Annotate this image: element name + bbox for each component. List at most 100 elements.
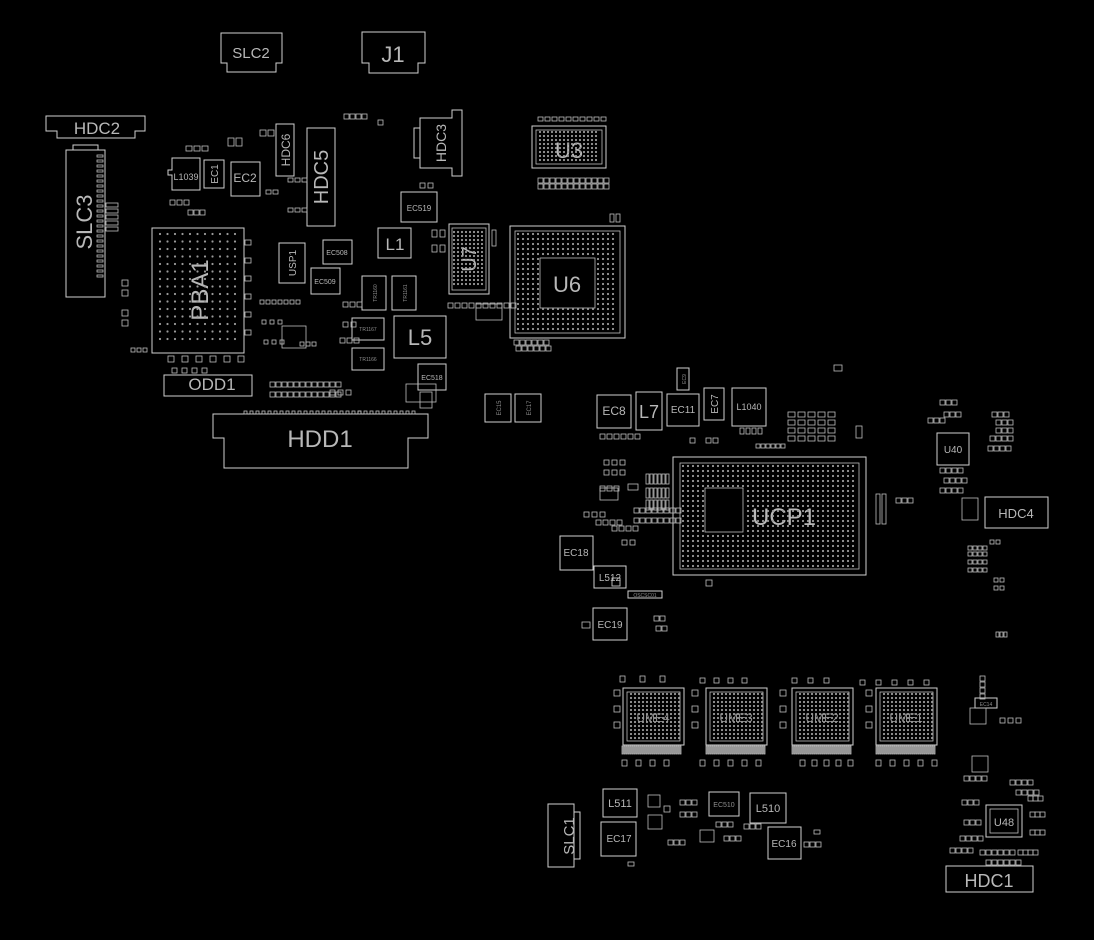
oscsc01-oscillator: OSCSC01 xyxy=(627,590,663,599)
ume4-label: UME4 xyxy=(636,711,670,725)
ec17-capacitor: EC17 xyxy=(600,821,637,857)
ume2-chip: UME2 xyxy=(791,687,854,746)
ec508-capacitor: EC508 xyxy=(322,239,353,265)
u48-chip: U48 xyxy=(985,804,1023,838)
tr1161-label: TR1161 xyxy=(403,284,409,302)
odd1-connector: ODD1 xyxy=(163,374,253,397)
hdc2-label: HDC2 xyxy=(74,119,120,138)
tr1166-label: TR1166 xyxy=(359,357,377,363)
ec508-label: EC508 xyxy=(326,250,348,257)
u3-chip: U3 xyxy=(531,125,607,169)
ec7-label: EC7 xyxy=(710,394,721,414)
l511-inductor: L511 xyxy=(602,788,638,818)
ec11-label: EC11 xyxy=(671,405,696,416)
j1-connector: J1 xyxy=(361,31,426,74)
hdd1-label: HDD1 xyxy=(287,426,352,453)
hdc1-connector: HDC1 xyxy=(945,865,1034,893)
ec509-capacitor: EC509 xyxy=(310,267,341,295)
ec11-capacitor: EC11 xyxy=(666,393,700,427)
pba1-label: PBA1 xyxy=(187,259,214,320)
ucp1-label: UCP1 xyxy=(752,504,816,531)
slc3-connector: SLC3 xyxy=(65,144,106,298)
ume1-label: UME1 xyxy=(889,711,923,725)
hdd1-connector: HDD1 xyxy=(212,413,429,469)
hdc6-connector: HDC6 xyxy=(275,123,295,177)
ec14-capacitor: EC14 xyxy=(974,697,998,709)
ec8-capacitor: EC8 xyxy=(596,394,632,429)
ume4-chip: UME4 xyxy=(622,687,685,746)
ec510-capacitor: EC510 xyxy=(708,791,740,817)
slc2-label: SLC2 xyxy=(232,45,270,62)
hdc5-connector: HDC5 xyxy=(306,127,336,227)
ec18-label: EC18 xyxy=(563,548,588,559)
l512-label: L512 xyxy=(599,573,622,584)
hdc6-label: HDC6 xyxy=(279,133,293,166)
ec19-label: EC19 xyxy=(597,620,622,631)
l1-label: L1 xyxy=(386,235,405,254)
ec14-label: EC14 xyxy=(980,702,993,708)
ec519-label: EC519 xyxy=(407,204,432,213)
ec8-label: EC8 xyxy=(602,404,626,418)
u40-label: U40 xyxy=(944,445,963,456)
ec2-capacitor: EC2 xyxy=(230,161,261,197)
slc3-label: SLC3 xyxy=(72,194,97,249)
ec19-capacitor: EC19 xyxy=(592,607,628,641)
ec1-capacitor: EC1 xyxy=(203,159,225,189)
ume1-chip: UME1 xyxy=(875,687,938,746)
l510-inductor: L510 xyxy=(749,792,787,824)
l512-inductor: L512 xyxy=(593,565,627,589)
hdc5-label: HDC5 xyxy=(311,150,333,204)
u6-label: U6 xyxy=(553,272,581,297)
pba1-chip: PBA1 xyxy=(151,227,245,354)
u40-chip: U40 xyxy=(936,432,970,466)
hdc3-label: HDC3 xyxy=(433,124,449,162)
hdc1-label: HDC1 xyxy=(964,871,1013,891)
l7-label: L7 xyxy=(639,402,659,422)
l1040-label: L1040 xyxy=(736,402,761,412)
ec509-label: EC509 xyxy=(314,279,336,286)
oscsc01-label: OSCSC01 xyxy=(633,593,657,599)
bga-dot-fields xyxy=(158,130,934,740)
ec7-capacitor: EC7 xyxy=(703,387,725,421)
u48-label: U48 xyxy=(994,817,1014,829)
l1039-label: L1039 xyxy=(173,172,198,182)
u7-chip: U7 xyxy=(448,223,490,295)
slc1-label: SLC1 xyxy=(561,817,578,855)
slc1-connector: SLC1 xyxy=(547,803,581,868)
ec1-label: EC1 xyxy=(210,164,221,184)
ec18-capacitor: EC18 xyxy=(559,535,594,571)
ec518-capacitor: EC518 xyxy=(417,363,447,391)
ec15-capacitor: EC15 xyxy=(484,393,512,423)
ec9-label: EC9 xyxy=(682,374,688,384)
hdc2-connector: HDC2 xyxy=(45,115,146,139)
smd-pads xyxy=(96,113,1046,867)
usp1-chip: USP1 xyxy=(278,242,306,284)
slc2-connector: SLC2 xyxy=(220,32,283,73)
tr-components: TR1160 TR1161 TR1167 TR1166 xyxy=(351,275,417,371)
l511-label: L511 xyxy=(608,798,632,810)
usp1-label: USP1 xyxy=(288,250,299,277)
u3-label: U3 xyxy=(555,138,583,163)
u6-chip: U6 xyxy=(509,225,626,339)
hdc4-label: HDC4 xyxy=(998,506,1033,521)
j1-label: J1 xyxy=(381,42,404,67)
ume3-label: UME3 xyxy=(719,711,753,725)
ec16-label: EC16 xyxy=(771,839,796,850)
hdc3-connector: HDC3 xyxy=(413,109,463,177)
ume2-label: UME2 xyxy=(805,711,839,725)
l5-label: L5 xyxy=(408,325,432,350)
ec16-capacitor: EC16 xyxy=(767,826,802,860)
l510-label: L510 xyxy=(756,803,780,815)
odd1-label: ODD1 xyxy=(188,375,235,394)
tr1167-label: TR1167 xyxy=(359,327,377,333)
l1039-inductor: L1039 xyxy=(167,157,201,191)
ec9-capacitor: EC9 xyxy=(676,367,690,391)
hdc4-connector: HDC4 xyxy=(984,496,1049,529)
ec519-capacitor: EC519 xyxy=(400,191,438,223)
ec510-label: EC510 xyxy=(713,802,735,809)
ec15-label: EC15 xyxy=(497,400,503,416)
ec17-mid-capacitor: EC17 xyxy=(514,393,542,423)
ec17-label: EC17 xyxy=(606,834,631,845)
l1-inductor: L1 xyxy=(377,227,412,259)
